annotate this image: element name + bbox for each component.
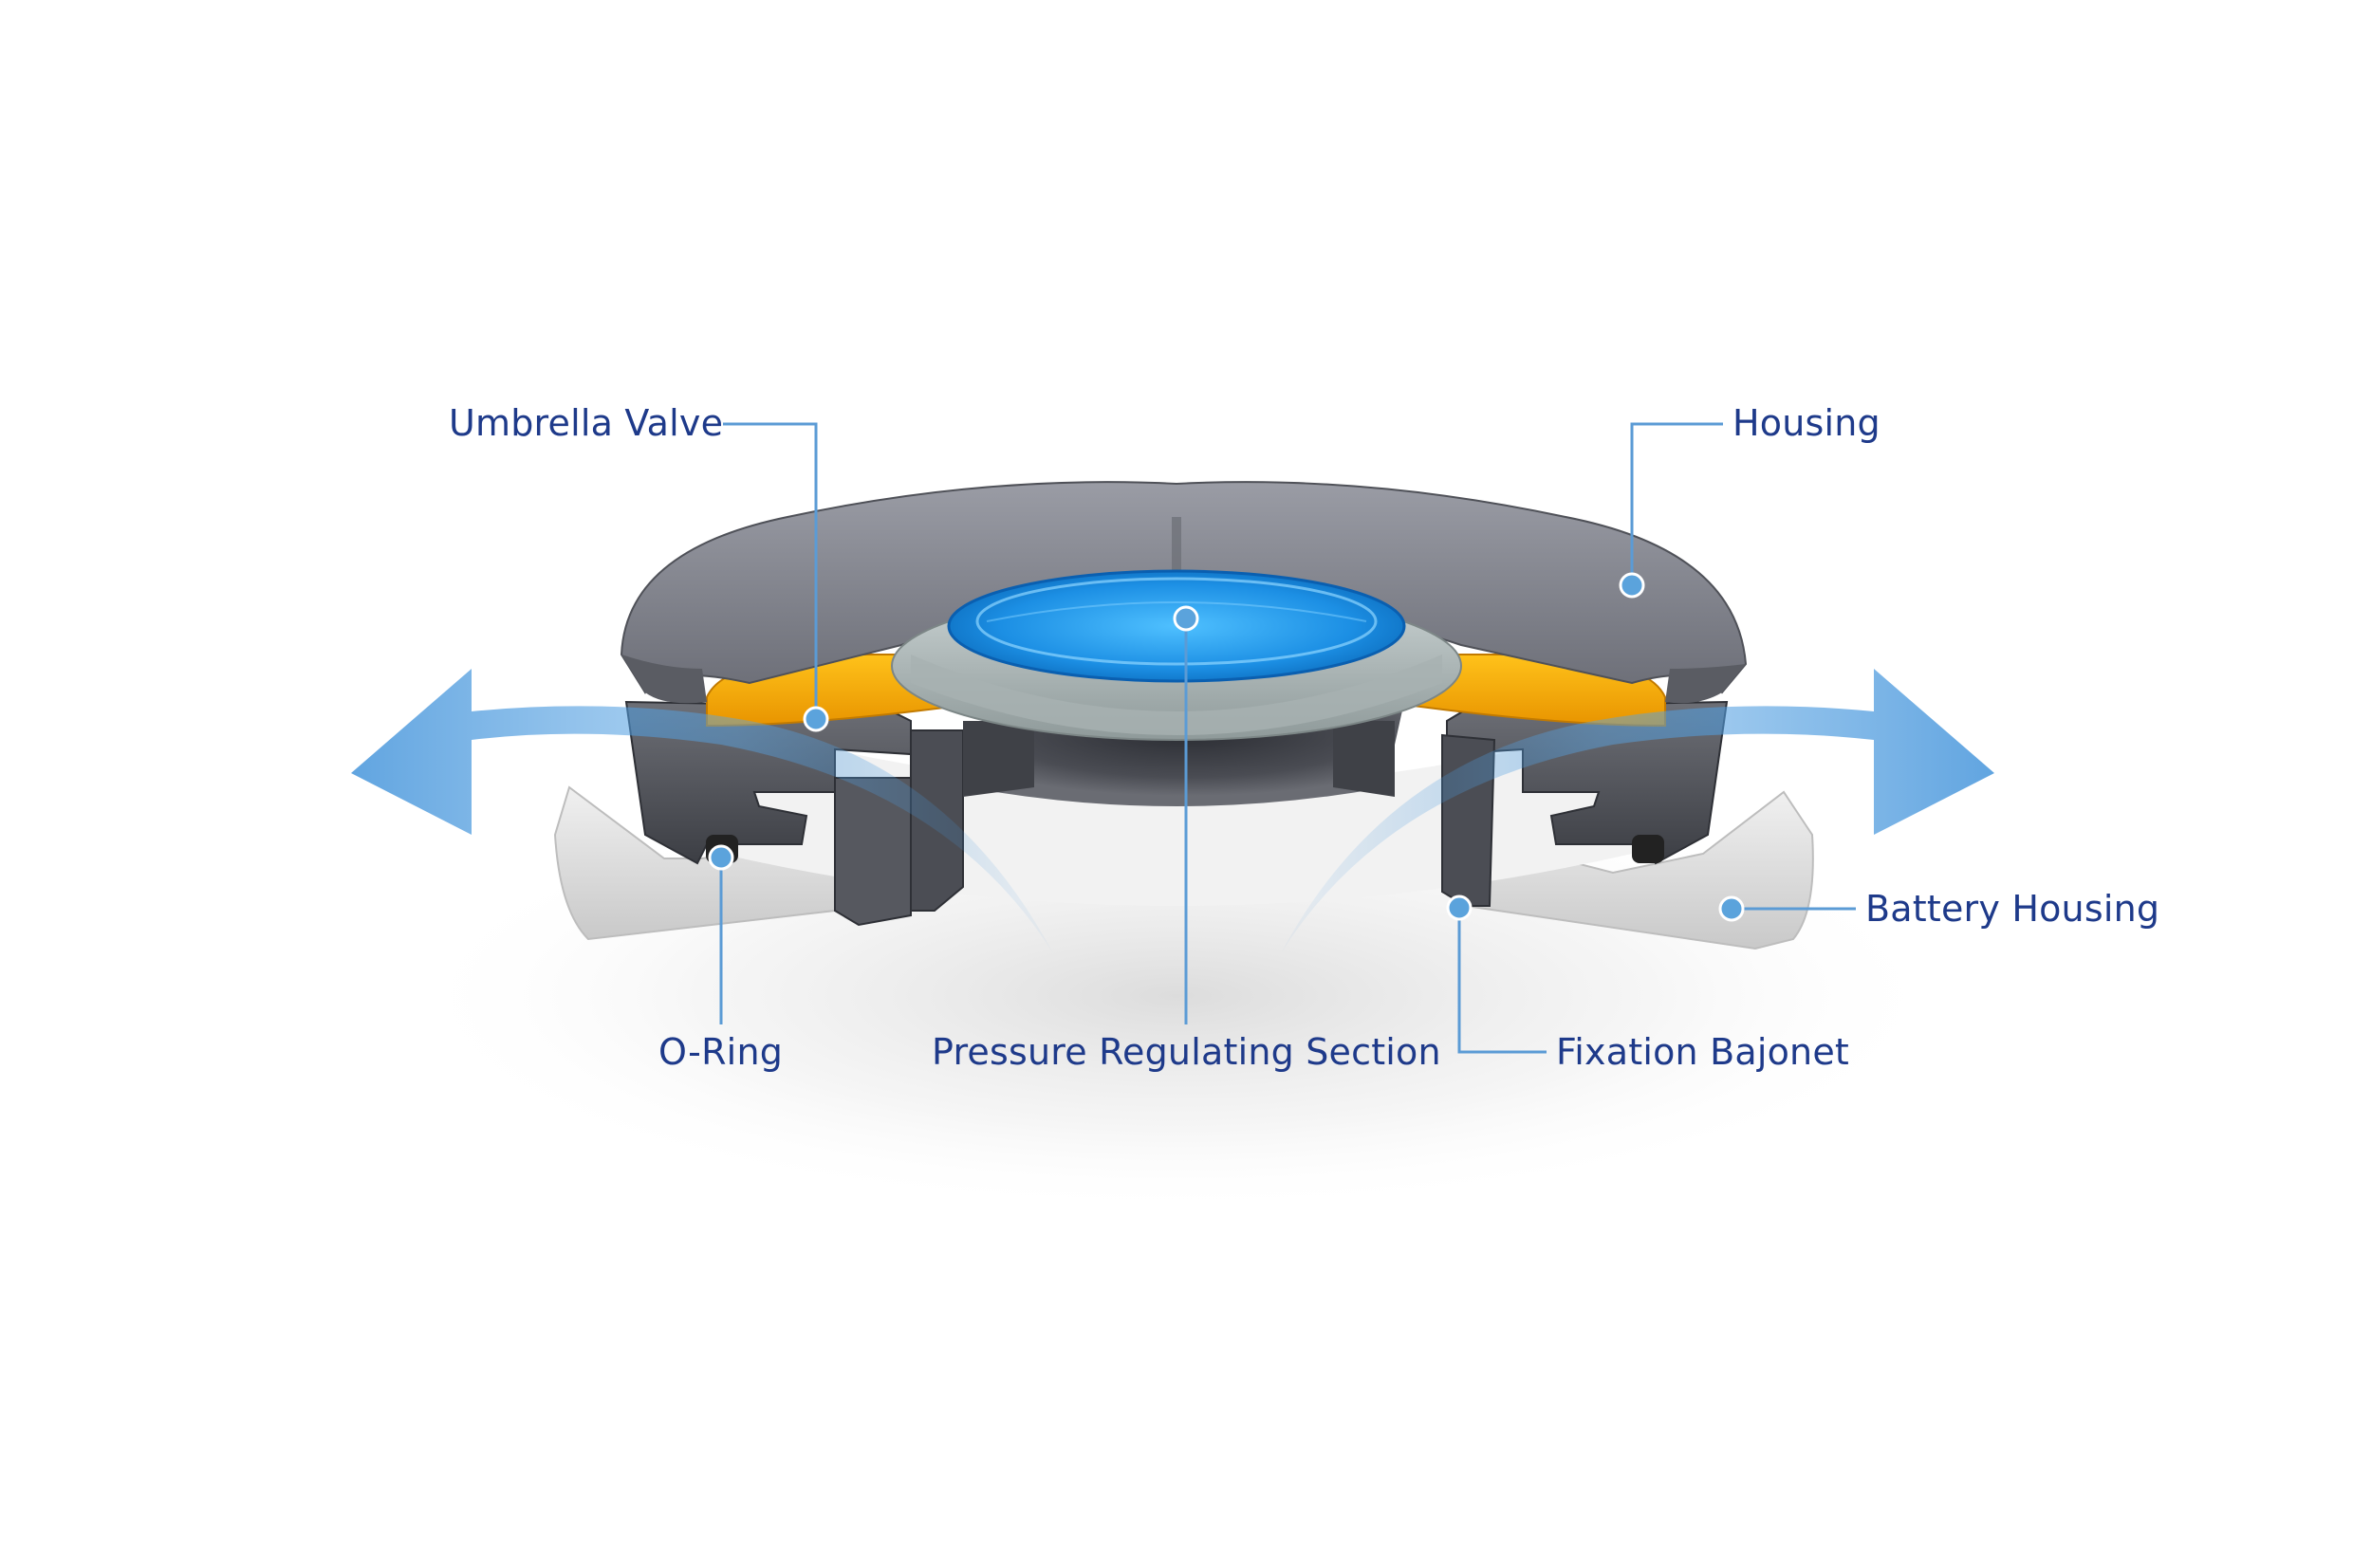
airflow-arrow-left	[351, 669, 1053, 953]
callout-dots	[708, 572, 1745, 922]
label-battery-housing: Battery Housing	[1865, 888, 2160, 930]
leader-line-housing	[1630, 422, 1723, 585]
leader-line-umbrella-valve	[723, 422, 818, 719]
callout-dot-umbrella-valve	[803, 706, 829, 732]
label-housing: Housing	[1732, 402, 1881, 444]
callout-dot-fixation-bajonet	[1446, 895, 1473, 921]
callout-dot-o-ring	[708, 844, 734, 871]
label-o-ring: O-Ring	[658, 1031, 784, 1073]
callout-dot-battery-housing	[1718, 895, 1745, 922]
leader-lines	[719, 422, 1856, 1054]
airflow-arrow-right	[1281, 669, 1994, 953]
label-fixation-bajonet: Fixation Bajonet	[1556, 1031, 1850, 1073]
callout-dot-pressure-regulating	[1173, 605, 1199, 632]
callout-dot-housing	[1619, 572, 1645, 599]
label-umbrella-valve: Umbrella Valve	[449, 402, 724, 444]
label-pressure-regulating-section: Pressure Regulating Section	[932, 1031, 1441, 1073]
leader-line-fixation-bajonet	[1457, 908, 1547, 1054]
